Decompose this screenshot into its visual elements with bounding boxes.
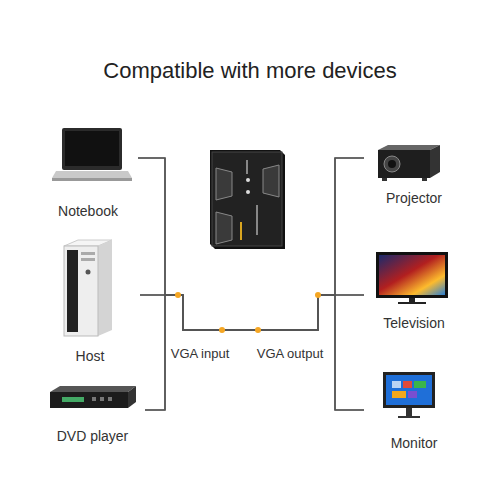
device-node: Projector bbox=[364, 135, 464, 207]
television-icon-part bbox=[409, 298, 415, 302]
projector-icon-part bbox=[384, 156, 400, 172]
monitor-icon-part bbox=[403, 381, 412, 388]
signal-label: VGA input bbox=[169, 346, 232, 361]
projector-icon-part bbox=[388, 160, 396, 168]
label-slot: VGA input bbox=[140, 344, 260, 362]
device-label: Host bbox=[76, 347, 105, 365]
vga-switch-icon-part bbox=[212, 152, 282, 246]
device-label: DVD player bbox=[57, 427, 129, 445]
host-tower-icon-part bbox=[81, 258, 95, 261]
device-label: Projector bbox=[386, 189, 442, 207]
monitor-icon-part bbox=[386, 375, 432, 405]
diagram-title: Compatible with more devices bbox=[0, 58, 500, 84]
dvd-player-icon-part bbox=[100, 397, 104, 401]
projector-icon-part bbox=[378, 150, 430, 178]
device-label: Monitor bbox=[391, 434, 438, 452]
device-label: Notebook bbox=[58, 202, 118, 220]
dvd-player-icon-part bbox=[50, 392, 128, 408]
monitor-icon-part bbox=[383, 372, 435, 408]
device-node: Host bbox=[40, 240, 140, 365]
projector-icon-part bbox=[382, 178, 387, 181]
notebook-icon-part bbox=[52, 171, 132, 178]
vga-cable-line bbox=[140, 295, 364, 330]
projector-icon-part bbox=[422, 178, 427, 181]
notebook-icon bbox=[52, 128, 132, 181]
junction-dots bbox=[175, 292, 321, 333]
dvd-player-icon-part bbox=[50, 386, 136, 392]
vga-switch-icon-part bbox=[246, 160, 248, 174]
monitor-icon-part bbox=[392, 381, 401, 388]
device-node: Television bbox=[364, 250, 464, 332]
device-node: Monitor bbox=[364, 370, 464, 452]
projector-icon bbox=[378, 145, 440, 181]
host-tower-icon-part bbox=[64, 246, 98, 336]
vga-switch-icon-part bbox=[216, 168, 232, 200]
vga-switch-icon-part bbox=[216, 212, 232, 244]
notebook-icon-part bbox=[65, 131, 119, 166]
television-icon-part bbox=[379, 255, 445, 295]
junction-dots-part bbox=[255, 327, 261, 333]
vga-switch-icon-part bbox=[246, 178, 250, 182]
monitor-icon-part bbox=[408, 391, 417, 398]
dvd-player-icon-part bbox=[92, 397, 96, 401]
projector-icon-part bbox=[378, 145, 440, 150]
junction-dots-part bbox=[315, 292, 321, 298]
vga-switch-icon bbox=[210, 150, 285, 249]
television-icon bbox=[376, 252, 448, 304]
vga-cable-line bbox=[140, 295, 364, 410]
monitor-icon-part bbox=[414, 381, 426, 388]
television-icon-part bbox=[398, 302, 426, 304]
monitor-icon bbox=[383, 372, 435, 418]
host-tower-icon-part bbox=[81, 252, 95, 255]
host-tower-icon bbox=[64, 240, 112, 336]
vga-switch-icon-part bbox=[210, 150, 285, 249]
host-tower-icon-part bbox=[67, 250, 78, 332]
monitor-icon-part bbox=[398, 416, 420, 418]
device-label: Television bbox=[383, 314, 444, 332]
monitor-icon-part bbox=[406, 408, 412, 416]
vga-switch-icon-part bbox=[263, 165, 279, 197]
vga-cable-line bbox=[145, 295, 364, 410]
television-icon-part bbox=[376, 252, 448, 298]
notebook-icon-part bbox=[52, 178, 132, 181]
vga-switch-icon-part bbox=[246, 190, 250, 194]
vga-switch-icon-part bbox=[256, 205, 258, 235]
monitor-icon-part bbox=[392, 391, 406, 398]
projector-icon-part bbox=[430, 145, 440, 178]
dvd-player-icon-part bbox=[62, 397, 84, 402]
vga-switch-icon-part bbox=[240, 222, 242, 240]
junction-dots-part bbox=[175, 292, 181, 298]
label-slot: VGA output bbox=[230, 344, 350, 362]
device-node: DVD player bbox=[40, 383, 145, 445]
dvd-player-icon-part bbox=[108, 397, 112, 401]
dvd-player-icon-part bbox=[128, 386, 136, 408]
title-slot: Compatible with more devices bbox=[0, 58, 500, 84]
host-tower-icon-part bbox=[86, 270, 91, 275]
junction-dots-part bbox=[219, 327, 225, 333]
host-tower-icon-part bbox=[98, 240, 112, 336]
notebook-icon-part bbox=[62, 128, 122, 170]
signal-label: VGA output bbox=[255, 346, 326, 361]
device-node: Notebook bbox=[38, 125, 138, 220]
vga-cable-line bbox=[145, 295, 364, 410]
dvd-player-icon bbox=[50, 386, 136, 408]
